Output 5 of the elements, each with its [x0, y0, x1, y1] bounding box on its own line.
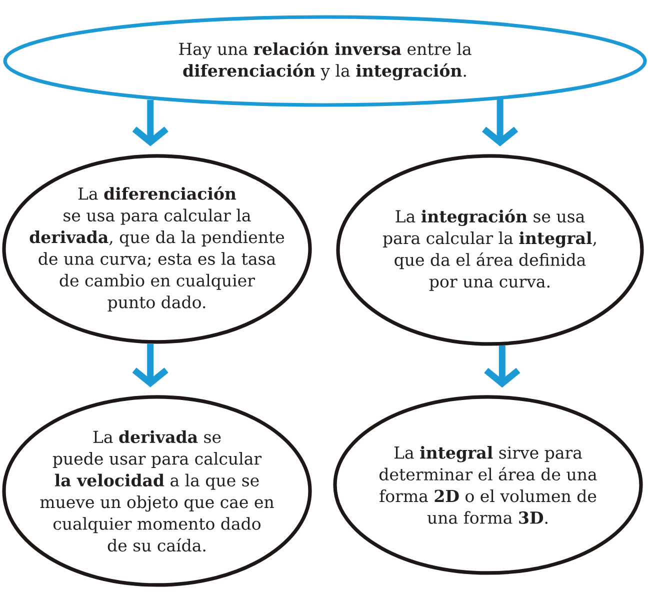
text-oval: La integral sirve para determinar el área de una forma 2D o el volumen de una forma 3D. — [333, 395, 643, 575]
text-oval: La derivada se puede usar para calcular la velocidad a la que se mueve un objeto que cae en cualquier momento dado de su caída. — [2, 395, 312, 587]
text-oval: La diferenciación se usa para calcular la derivada, que da la pendiente de una curva; esta es la tasa de cambio en cualquier punto dado. — [2, 154, 312, 344]
text-oval: La integración se usa para calcular la integral, que da el área definida por una curva. — [336, 154, 644, 346]
text-oval: Hay una relación inversa entre la diferenciación y la integración. — [3, 15, 647, 107]
